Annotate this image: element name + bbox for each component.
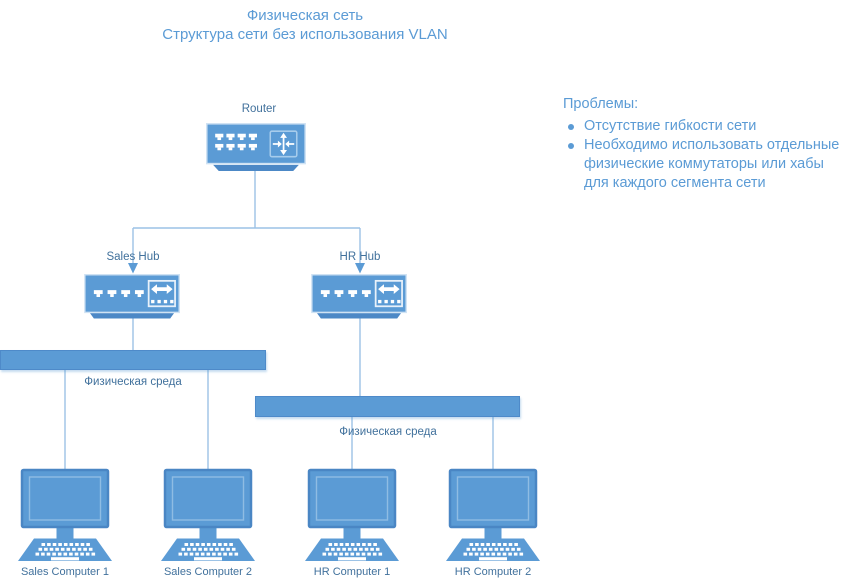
arrowhead-hr-hub <box>355 263 365 274</box>
computer-label: HR Computer 1 <box>313 566 391 578</box>
problems-item: Необходимо использовать отдельные физиче… <box>563 136 847 193</box>
problems-item-line: Необходимо использовать отдельные <box>584 137 840 153</box>
computer-label: HR Computer 2 <box>454 566 532 578</box>
computer-icon <box>15 467 115 567</box>
computer-icon <box>158 467 258 567</box>
problems-item-line: физические коммутаторы или хабы <box>584 156 824 172</box>
router-label: Router <box>241 103 277 115</box>
problems-panel: Проблемы: Отсутствие гибкости сети Необх… <box>563 95 847 193</box>
problems-item-line: Отсутствие гибкости сети <box>584 118 757 134</box>
sales-hub-icon <box>84 274 182 319</box>
computer-icon <box>302 467 402 567</box>
problems-heading: Проблемы: <box>563 96 639 112</box>
sales-medium-bar <box>0 350 266 370</box>
problems-item-line: для каждого сегмента сети <box>584 175 766 191</box>
hr-hub-label: HR Hub <box>339 251 381 263</box>
problems-list: Отсутствие гибкости сети Необходимо испо… <box>563 117 847 193</box>
computer-icon <box>443 467 543 567</box>
arrowhead-sales-hub <box>128 263 138 274</box>
router-icon <box>206 123 308 171</box>
hr-medium-bar <box>255 396 520 417</box>
sales-medium-label: Физическая среда <box>84 376 182 388</box>
hr-medium-label: Физическая среда <box>339 426 437 438</box>
title-line-2: Структура сети без использования VLAN <box>162 26 448 43</box>
sales-hub-label: Sales Hub <box>106 251 160 263</box>
title-line-1: Физическая сеть <box>246 7 364 24</box>
computer-label: Sales Computer 2 <box>163 566 253 578</box>
diagram-title: Физическая сеть Структура сети без испол… <box>60 6 550 44</box>
computer-label: Sales Computer 1 <box>20 566 110 578</box>
problems-item: Отсутствие гибкости сети <box>563 117 847 136</box>
hr-hub-icon <box>311 274 409 319</box>
